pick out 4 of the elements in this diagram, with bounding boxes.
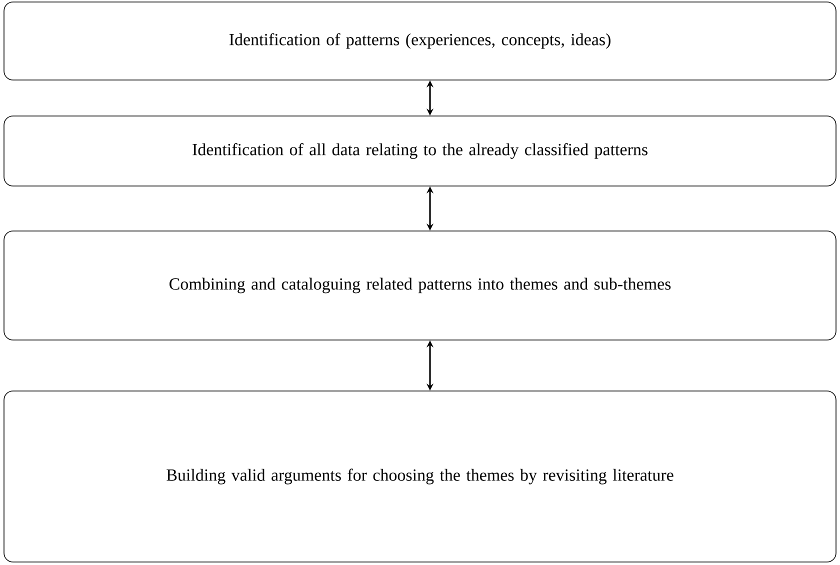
process-box: Building valid arguments for choosing the themes by revisiting literature <box>4 390 836 562</box>
process-box: Identification of all data relating to the already classified patterns <box>4 116 836 186</box>
process-box: Identification of patterns (experiences, concepts, ideas) <box>4 2 836 80</box>
process-box: Combining and cataloguing related patterns into themes and sub-themes <box>4 230 836 340</box>
